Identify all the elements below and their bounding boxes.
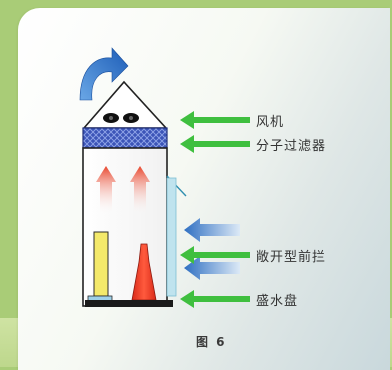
label-open-front-baffle: 敞开型前拦: [256, 250, 327, 265]
label-water-tray: 盛水盘: [256, 294, 299, 309]
exhaust-arrow-icon: [79, 47, 129, 101]
airflow-arrow-icon: [96, 166, 150, 215]
pointer-arrow-icon: [180, 111, 250, 308]
figure-caption: 图 6: [196, 335, 227, 349]
hood-body: [82, 147, 168, 307]
fan-icon: [103, 113, 139, 123]
water-tray: [85, 300, 173, 307]
airflow-arrow-icon: [184, 218, 240, 280]
label-molecular-filter: 分子过滤器: [256, 139, 327, 154]
label-fan: 风机: [256, 115, 285, 130]
open-front-baffle: [166, 177, 177, 297]
molecular-filter: [82, 127, 168, 149]
yellow-rod: [93, 231, 109, 297]
figure-card: [18, 8, 390, 370]
